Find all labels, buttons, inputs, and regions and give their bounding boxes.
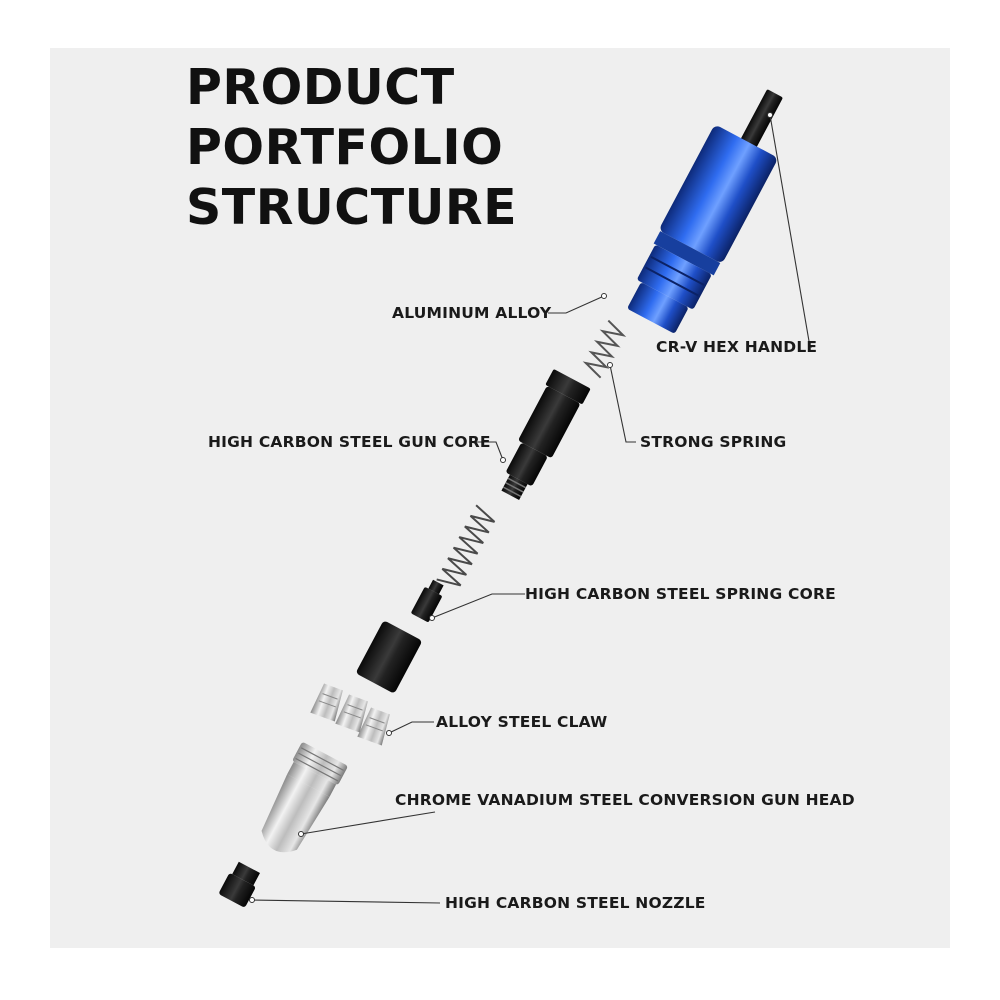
- claw-2: [335, 694, 368, 733]
- label-spring-core: HIGH CARBON STEEL SPRING CORE: [525, 585, 836, 603]
- leader-alloy-steel-claw: [388, 721, 434, 734]
- sleeve: [356, 621, 422, 693]
- label-gun-core: HIGH CARBON STEEL GUN CORE: [208, 433, 491, 451]
- label-strong-spring: STRONG SPRING: [640, 433, 787, 451]
- label-nozzle: HIGH CARBON STEEL NOZZLE: [445, 894, 706, 912]
- leader-aluminum-alloy: [548, 295, 605, 314]
- title-line-3: STRUCTURE: [186, 179, 518, 236]
- spring-core: [411, 579, 444, 622]
- marker-aluminum-alloy: [601, 293, 607, 299]
- marker-strong-spring: [607, 362, 613, 368]
- title-line-2: PORTFOLIO: [186, 119, 504, 176]
- label-aluminum-alloy: ALUMINUM ALLOY: [392, 304, 552, 322]
- leader-gun-core: [472, 441, 504, 461]
- marker-alloy-steel-claw: [386, 730, 392, 736]
- label-alloy-steel-claw: ALLOY STEEL CLAW: [436, 713, 608, 731]
- title-line-1: PRODUCT: [186, 59, 455, 116]
- page-title: PRODUCT PORTFOLIO STRUCTURE: [186, 58, 517, 238]
- leader-strong-spring: [609, 364, 636, 443]
- conversion-gun-head: [261, 742, 348, 853]
- background-panel: [50, 48, 950, 948]
- aluminum-handle: [628, 126, 777, 333]
- leader-markers: [249, 112, 773, 903]
- leader-lines: [251, 114, 812, 904]
- marker-nozzle: [249, 897, 255, 903]
- marker-spring-core: [429, 615, 435, 621]
- label-crv-hex-handle: CR-V HEX HANDLE: [656, 338, 818, 356]
- nozzle: [219, 861, 260, 907]
- strong-spring: [582, 319, 627, 379]
- marker-gun-core: [500, 457, 506, 463]
- marker-crv-hex-handle: [767, 112, 773, 118]
- gun-core: [501, 369, 591, 501]
- leader-conversion-gun-head: [300, 811, 436, 835]
- coil-spring: [436, 504, 496, 587]
- label-conversion-gun-head: CHROME VANADIUM STEEL CONVERSION GUN HEA…: [395, 791, 855, 809]
- leader-nozzle: [251, 899, 441, 904]
- leader-crv-hex-handle: [769, 114, 812, 348]
- claw-1: [310, 683, 343, 722]
- leader-spring-core: [431, 593, 525, 619]
- marker-conversion-gun-head: [298, 831, 304, 837]
- claw-3: [357, 707, 390, 746]
